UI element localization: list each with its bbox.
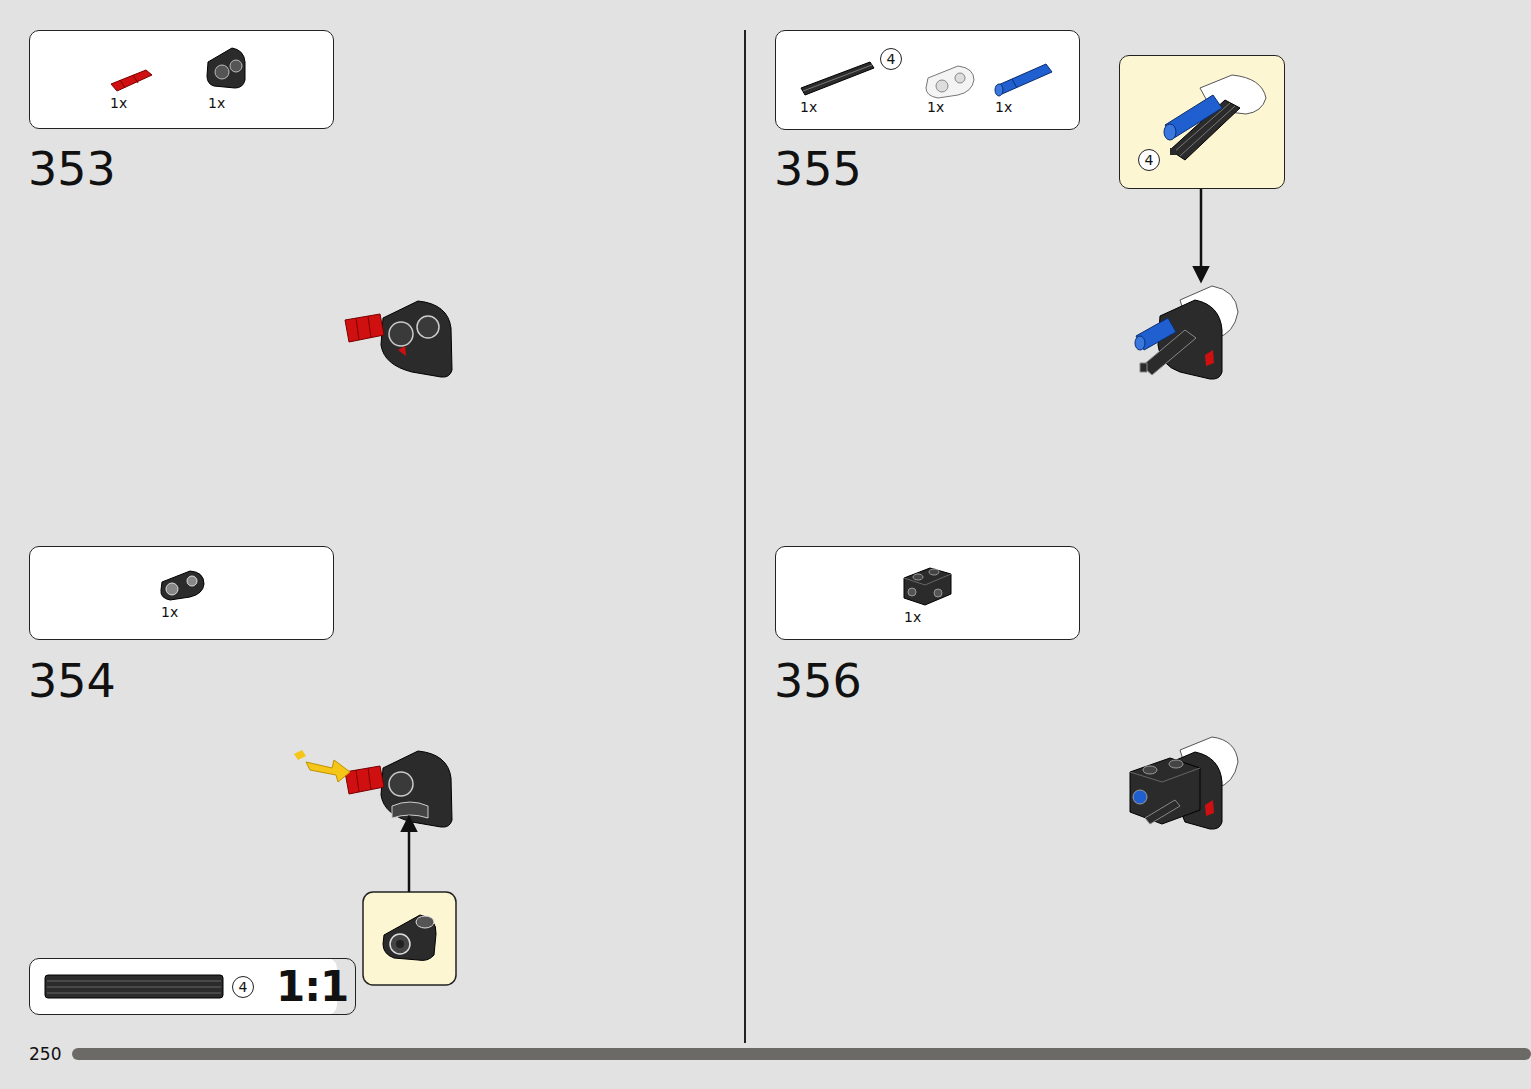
red-pin bbox=[111, 70, 152, 91]
callout-number: 4 bbox=[1138, 149, 1160, 171]
assembly-355 bbox=[1135, 286, 1238, 379]
assembly-354 bbox=[294, 750, 452, 827]
step-number: 354 bbox=[28, 658, 116, 704]
blue-pin bbox=[995, 64, 1052, 96]
black-axle bbox=[801, 62, 874, 95]
callout-box bbox=[363, 892, 456, 985]
quantity: 1x bbox=[800, 100, 817, 114]
callout-number: 4 bbox=[880, 48, 902, 70]
scale-label: 1:1 bbox=[276, 966, 348, 1008]
step-number: 353 bbox=[28, 146, 116, 192]
assembly-353 bbox=[345, 301, 452, 377]
quantity: 1x bbox=[208, 96, 225, 110]
quantity: 1x bbox=[995, 100, 1012, 114]
parts-box: 1x bbox=[29, 546, 334, 640]
parts-box: 1x 1x bbox=[29, 30, 334, 129]
step-number: 356 bbox=[774, 658, 862, 704]
scale-box: 4 1:1 bbox=[29, 958, 356, 1015]
black-connector bbox=[207, 48, 245, 88]
parts-box: 4 1x 1x 1x bbox=[775, 30, 1080, 130]
quantity: 1x bbox=[161, 605, 178, 619]
grey-connector bbox=[161, 571, 204, 600]
quantity: 1x bbox=[110, 96, 127, 110]
quantity: 1x bbox=[904, 610, 921, 624]
callout-assembly bbox=[1164, 75, 1266, 160]
callout-part bbox=[383, 915, 436, 960]
technic-brick bbox=[904, 568, 951, 605]
callout-number: 4 bbox=[232, 976, 254, 998]
callout-box: 4 bbox=[1119, 55, 1285, 189]
quantity: 1x bbox=[927, 100, 944, 114]
white-connector bbox=[926, 66, 974, 98]
parts-box: 1x bbox=[775, 546, 1080, 640]
step-number: 355 bbox=[774, 146, 862, 192]
assembly-356 bbox=[1130, 737, 1238, 829]
page-number: 250 bbox=[29, 1046, 61, 1063]
